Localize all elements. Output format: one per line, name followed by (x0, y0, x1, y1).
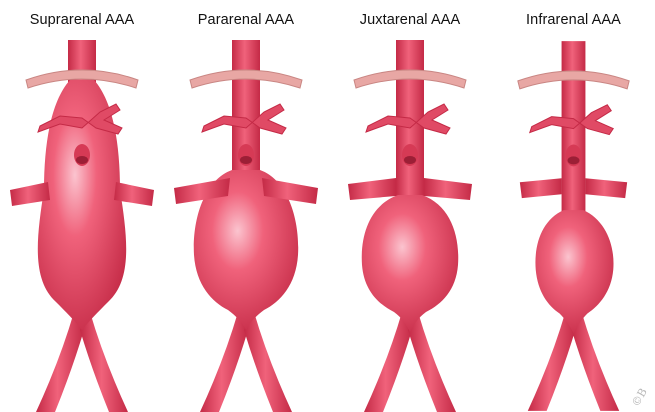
right-iliac-artery (244, 312, 292, 412)
panel-pararenal: Pararenal AAA (164, 0, 328, 412)
left-renal-artery (520, 178, 562, 198)
sma-opening (568, 156, 580, 164)
panel-juxtarenal: Juxtarenal AAA (328, 0, 492, 412)
right-iliac-artery (572, 311, 620, 410)
right-renal-artery (424, 178, 472, 200)
panel-title-pararenal: Pararenal AAA (164, 12, 328, 28)
right-renal-artery (585, 178, 627, 198)
aorta-illustration-infrarenal (492, 40, 655, 412)
panel-title-juxtarenal: Juxtarenal AAA (328, 12, 492, 28)
panel-title-infrarenal: Infrarenal AAA (492, 12, 655, 28)
aneurysm-sac (362, 195, 458, 332)
panel-infrarenal: Infrarenal AAA (492, 0, 655, 412)
panel-suprarenal: Suprarenal AAA (0, 0, 164, 412)
aorta-upper (562, 41, 586, 225)
left-renal-artery (348, 178, 396, 200)
sma-opening (76, 156, 88, 164)
aorta-illustration-pararenal (164, 40, 328, 412)
left-iliac-artery (36, 312, 84, 412)
sma-opening (404, 156, 416, 164)
right-iliac-artery (408, 312, 456, 412)
aneurysm-sac (535, 210, 613, 333)
aorta-illustration-suprarenal (0, 40, 164, 412)
right-iliac-artery (80, 312, 128, 412)
sma-opening (240, 156, 252, 164)
aorta-illustration-juxtarenal (328, 40, 492, 412)
left-iliac-artery (364, 312, 412, 412)
left-iliac-artery (200, 312, 248, 412)
panel-title-suprarenal: Suprarenal AAA (0, 12, 164, 28)
left-iliac-artery (528, 311, 576, 410)
